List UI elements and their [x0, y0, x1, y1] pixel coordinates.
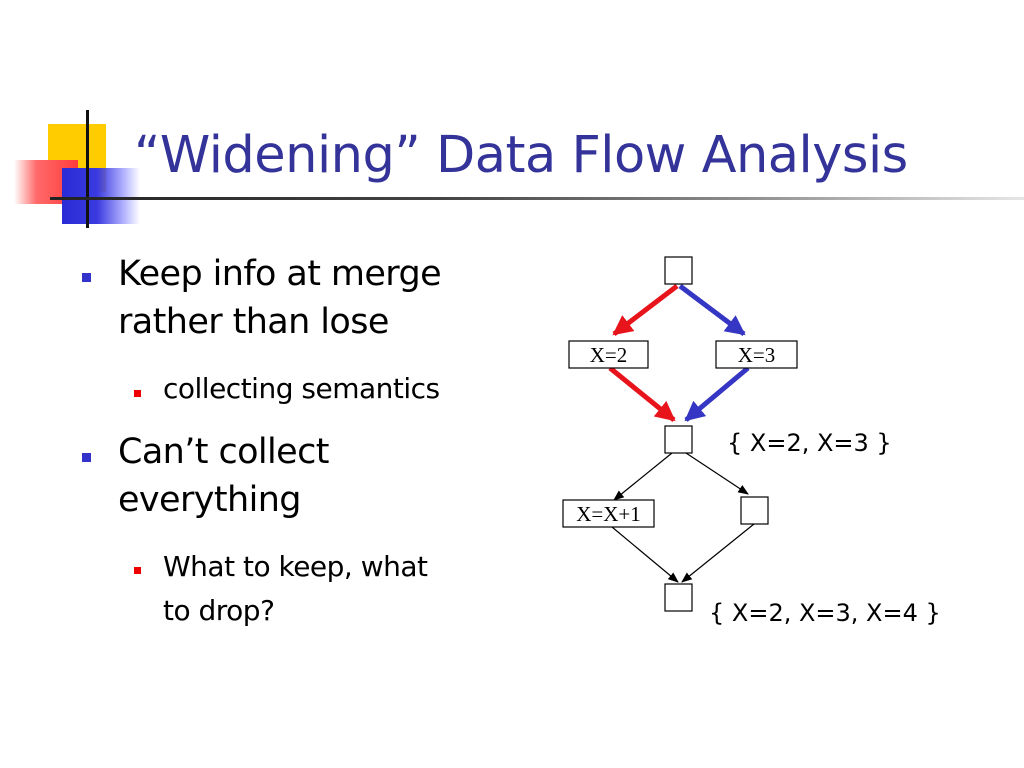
edge-entry-to-x2: [612, 284, 679, 336]
bullet-marker: [82, 453, 91, 462]
exit-set-label: { X=2, X=3, X=4 }: [709, 599, 941, 627]
node-x3-label: X=3: [738, 343, 776, 367]
edge-merge-to-empty: [685, 452, 749, 495]
decorative-blue-bar: [62, 168, 140, 224]
bullet-1-sub-1-line-1: collecting semantics: [163, 372, 440, 405]
node-increment-label: X=X+1: [576, 502, 641, 526]
bullet-2: Can’t collect everything: [118, 428, 329, 524]
bullet-1: Keep info at merge rather than lose: [118, 250, 442, 346]
merge-set-label: { X=2, X=3 }: [727, 429, 892, 457]
bullet-marker: [82, 273, 91, 282]
entry-node: [664, 256, 693, 285]
edge-entry-to-x3: [678, 284, 746, 336]
sub-bullet-marker: [134, 567, 141, 574]
title-underline-rule: [50, 197, 1024, 200]
edge-increment-to-exit: [611, 526, 679, 583]
bullet-2-sub-1: What to keep, what to drop?: [163, 545, 428, 633]
empty-branch-node: [740, 496, 769, 525]
decorative-vertical-rule: [86, 110, 89, 228]
bullet-1-line-2: rather than lose: [118, 302, 389, 342]
bullet-2-line-1: Can’t collect: [118, 432, 329, 472]
edge-x2-to-merge: [608, 366, 676, 422]
slide-title: “Widening” Data Flow Analysis: [134, 126, 908, 185]
merge-node: [664, 425, 693, 454]
bullet-2-sub-1-line-1: What to keep, what: [163, 550, 428, 583]
bullet-1-line-1: Keep info at merge: [118, 254, 442, 294]
node-increment: X=X+1: [562, 499, 655, 528]
node-x2: X=2: [568, 340, 649, 369]
exit-node: [664, 583, 693, 612]
node-x3: X=3: [715, 340, 798, 369]
bullet-2-line-2: everything: [118, 480, 302, 520]
node-x2-label: X=2: [590, 343, 628, 367]
edge-empty-to-exit: [681, 523, 755, 583]
bullet-2-sub-1-line-2: to drop?: [163, 594, 275, 627]
edge-merge-to-increment: [613, 452, 673, 501]
edge-x3-to-merge: [684, 366, 750, 422]
sub-bullet-marker: [134, 390, 141, 397]
bullet-1-sub-1: collecting semantics: [163, 367, 440, 411]
